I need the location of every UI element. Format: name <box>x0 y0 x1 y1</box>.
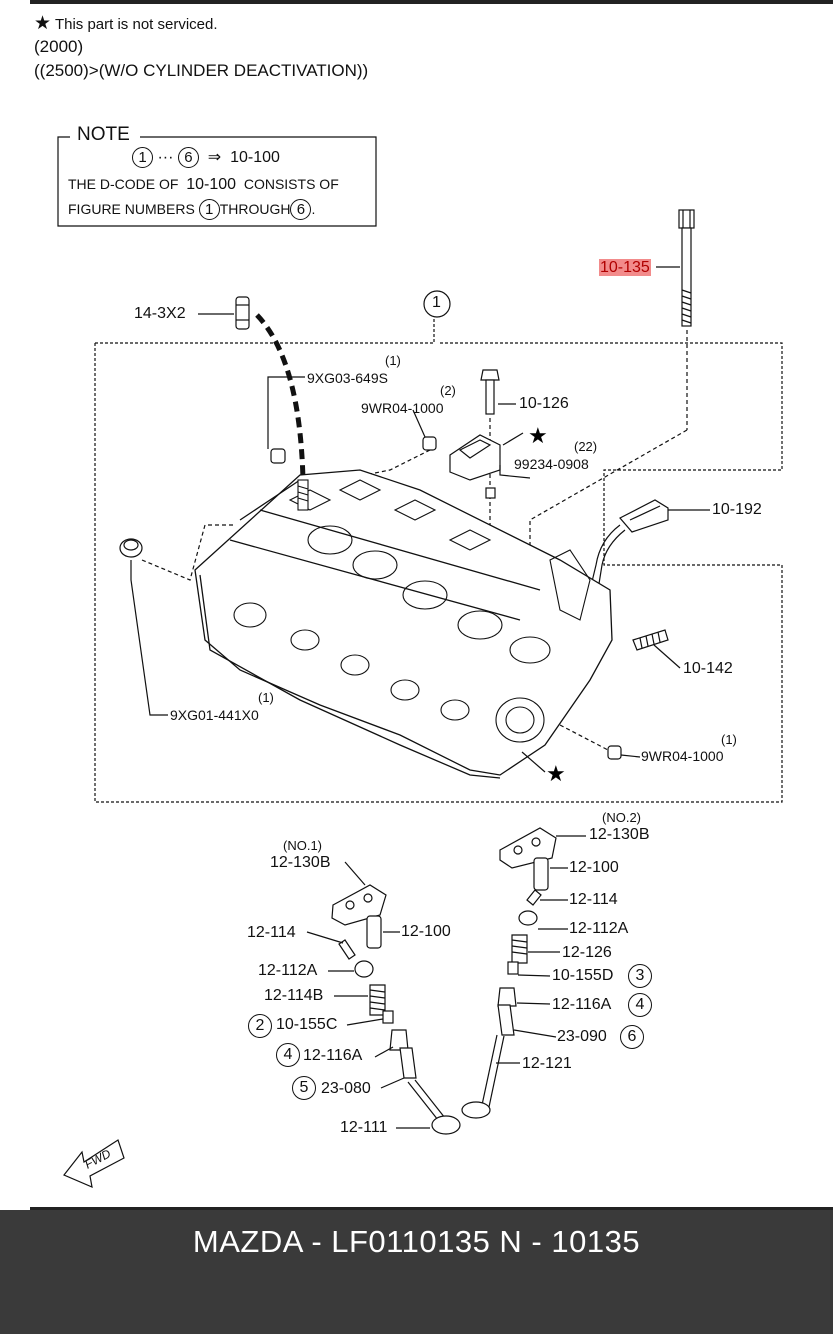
part-label-12-100-left[interactable]: 12-100 <box>401 923 451 940</box>
note-line-2: THE D-CODE OF 10-100 CONSISTS OF <box>68 176 339 194</box>
valve-train-no2 <box>461 827 586 1119</box>
figure-number-2: 2 <box>248 1014 272 1038</box>
footer-bar <box>0 1210 833 1334</box>
figure-number-4-left: 4 <box>276 1043 300 1067</box>
note-box-border <box>57 136 377 227</box>
fig-circle-6: 6 <box>620 1025 644 1049</box>
note-line2-prefix: THE D-CODE OF <box>68 176 179 192</box>
part-label-9wr04-1000-b[interactable]: 9WR04-1000 <box>641 748 724 764</box>
part-label-12-114b[interactable]: 12-114B <box>264 987 324 1004</box>
part-label-12-126[interactable]: 12-126 <box>562 944 612 961</box>
part-label-12-114-right[interactable]: 12-114 <box>569 891 618 908</box>
part-label-12-130b-no1[interactable]: 12-130B <box>270 854 331 871</box>
note-dots: ··· <box>157 149 174 166</box>
dowel-14-3x2-icon <box>235 296 250 330</box>
figure-number-6: 6 <box>620 1025 644 1049</box>
fig-circle-2: 2 <box>248 1014 272 1038</box>
highlighted-part-number[interactable]: 10-135 <box>599 259 651 276</box>
note-line2-code: 10-100 <box>186 176 237 193</box>
part-label-12-116a-left[interactable]: 12-116A <box>303 1047 363 1064</box>
variant-line: ((2500)>(W/O CYLINDER DEACTIVATION)) <box>34 61 369 80</box>
part-label-10-126[interactable]: 10-126 <box>519 395 569 412</box>
figure-number-3: 3 <box>628 964 652 988</box>
star-icon-cap: ★ <box>528 424 548 449</box>
part-label-10-142[interactable]: 10-142 <box>683 660 733 677</box>
cylinder-head-body <box>194 469 613 779</box>
stud-10-142-icon <box>632 629 669 651</box>
bolt-10-135-icon <box>529 209 695 570</box>
part-label-12-116a-right[interactable]: 12-116A <box>552 996 612 1013</box>
fig-circle-4-left: 4 <box>276 1043 300 1067</box>
top-border <box>30 0 833 4</box>
qty-99234: (22) <box>574 439 598 454</box>
fig-circle-5: 5 <box>292 1076 316 1100</box>
fwd-arrow-icon <box>63 1139 125 1188</box>
part-label-12-112a-left[interactable]: 12-112A <box>258 962 318 979</box>
sensor-10-192-icon <box>589 499 669 591</box>
note-target-code: 10-100 <box>230 149 280 166</box>
figure-number-4-right: 4 <box>628 993 652 1017</box>
part-label-10-155d[interactable]: 10-155D <box>552 967 614 984</box>
part-label-23-090[interactable]: 23-090 <box>557 1028 607 1045</box>
part-label-12-130b-no2[interactable]: 12-130B <box>589 826 650 843</box>
star-note-text: This part is not serviced. <box>54 16 218 33</box>
star-note: ★ This part is not serviced. <box>34 12 218 35</box>
group-label-no2: (NO.2) <box>602 810 641 825</box>
footer-part-number: MAZDA - LF0110135 N - 10135 <box>192 1224 641 1259</box>
fig-circle-1: 1 <box>132 147 153 168</box>
plug-9xg01-icon <box>119 538 143 558</box>
qty-9wr04-b: (1) <box>721 732 737 747</box>
part-label-9xg01-441x0[interactable]: 9XG01-441X0 <box>170 707 259 723</box>
note-line3-through: THROUGH <box>219 201 291 217</box>
year-line: (2000) <box>34 37 84 56</box>
part-label-10-155c[interactable]: 10-155C <box>276 1016 338 1033</box>
figure-number-5: 5 <box>292 1076 316 1100</box>
exploded-view-drawing: ★ ★ <box>57 136 783 1188</box>
valve-train-no1 <box>306 861 461 1135</box>
fig-circle-3: 3 <box>628 964 652 988</box>
fig-circle-1b: 1 <box>198 199 220 220</box>
group-label-no1: (NO.1) <box>283 838 322 853</box>
part-label-12-112a-right[interactable]: 12-112A <box>569 920 629 937</box>
fig-circle-6b: 6 <box>290 199 312 220</box>
part-label-10-135[interactable]: 10-135 <box>599 259 651 277</box>
part-label-10-192[interactable]: 10-192 <box>712 501 762 518</box>
note-line-1: 1 ··· 6 ⇒ 10-100 <box>132 147 280 168</box>
note-line3-end: . <box>311 201 316 217</box>
bottom-border <box>30 1207 833 1210</box>
note-title: NOTE <box>76 124 131 146</box>
fig-circle-6: 6 <box>177 147 199 168</box>
part-label-99234-0908[interactable]: 99234-0908 <box>514 456 589 472</box>
part-label-9wr04-1000-a[interactable]: 9WR04-1000 <box>361 400 444 416</box>
part-label-12-121[interactable]: 12-121 <box>522 1055 572 1072</box>
bolt-10-126-icon <box>480 369 500 415</box>
fig-circle-4-right: 4 <box>628 993 652 1017</box>
star-icon-head: ★ <box>546 762 566 787</box>
part-label-23-080[interactable]: 23-080 <box>321 1080 371 1097</box>
qty-9xg01: (1) <box>258 690 274 705</box>
qty-9wr04-a: (2) <box>440 383 456 398</box>
note-line2-suffix: CONSISTS OF <box>243 176 339 192</box>
part-label-12-111[interactable]: 12-111 <box>340 1119 388 1136</box>
part-label-9xg03-649s[interactable]: 9XG03-649S <box>307 370 388 386</box>
main-frame <box>95 318 435 344</box>
qty-9xg03: (1) <box>385 353 401 368</box>
part-label-12-114-left[interactable]: 12-114 <box>247 924 296 941</box>
star-icon: ★ <box>34 13 52 34</box>
figure-number-1: 1 <box>432 294 441 311</box>
cap-99234-icon <box>449 434 501 499</box>
arrow-icon: ⇒ <box>207 149 222 166</box>
part-label-12-100-right[interactable]: 12-100 <box>569 859 619 876</box>
part-label-14-3x2[interactable]: 14-3X2 <box>134 305 186 322</box>
note-line3-prefix: FIGURE NUMBERS <box>68 201 195 217</box>
